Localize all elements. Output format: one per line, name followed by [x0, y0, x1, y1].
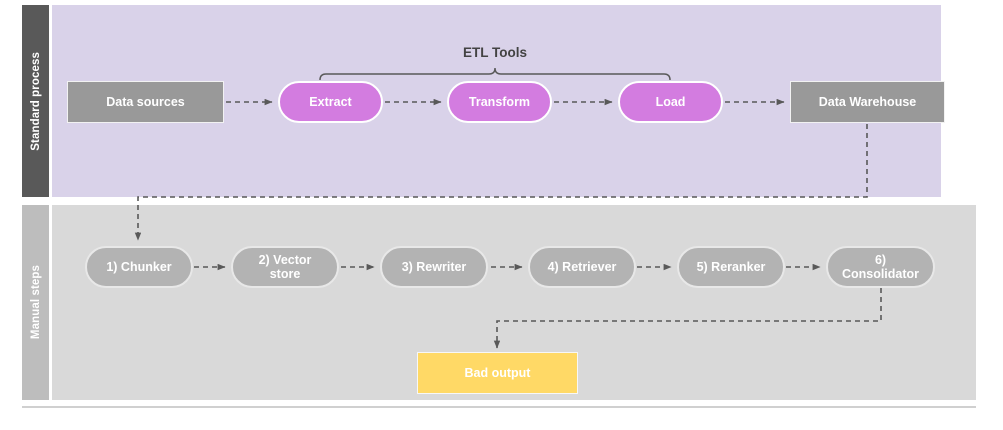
- node-load[interactable]: Load: [618, 81, 723, 123]
- node-label-data-warehouse: Data Warehouse: [818, 95, 917, 109]
- node-data-warehouse[interactable]: Data Warehouse: [790, 81, 945, 123]
- etl-tools-group-label: ETL Tools: [463, 45, 527, 60]
- swimlane-label-standard-process: Standard process: [29, 51, 42, 151]
- node-transform[interactable]: Transform: [447, 81, 552, 123]
- node-label-rewriter: 3) Rewriter: [401, 260, 467, 274]
- node-extract[interactable]: Extract: [278, 81, 383, 123]
- swimlane-header-manual-steps: Manual steps: [22, 205, 49, 400]
- swimlane-header-standard-process: Standard process: [22, 5, 49, 197]
- node-reranker[interactable]: 5) Reranker: [677, 246, 785, 288]
- node-label-reranker: 5) Reranker: [696, 260, 766, 274]
- node-label-chunker: 1) Chunker: [106, 260, 172, 274]
- node-label-vector-store: 2) Vector store: [258, 253, 312, 281]
- node-label-extract: Extract: [309, 95, 352, 109]
- node-label-load: Load: [655, 95, 686, 109]
- node-label-retriever: 4) Retriever: [547, 260, 617, 274]
- node-chunker[interactable]: 1) Chunker: [85, 246, 193, 288]
- node-data-sources[interactable]: Data sources: [67, 81, 224, 123]
- swimlane-label-manual-steps: Manual steps: [29, 265, 42, 340]
- node-label-bad-output: Bad output: [464, 366, 531, 380]
- bottom-divider: [22, 406, 976, 408]
- node-bad-output[interactable]: Bad output: [417, 352, 578, 394]
- node-label-data-sources: Data sources: [106, 95, 185, 109]
- node-consolidator[interactable]: 6) Consolidator: [826, 246, 935, 288]
- node-retriever[interactable]: 4) Retriever: [528, 246, 636, 288]
- node-vector-store[interactable]: 2) Vector store: [231, 246, 339, 288]
- node-label-transform: Transform: [468, 95, 531, 109]
- node-label-consolidator: 6) Consolidator: [841, 253, 920, 281]
- node-rewriter[interactable]: 3) Rewriter: [380, 246, 488, 288]
